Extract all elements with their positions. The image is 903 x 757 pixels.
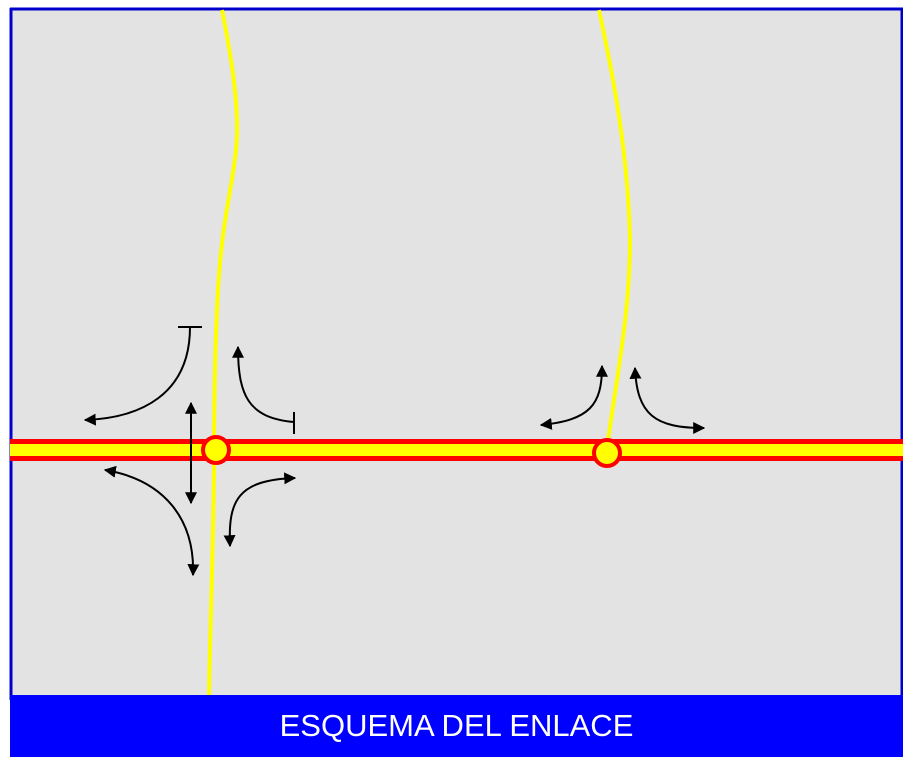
caption-bar: ESQUEMA DEL ENLACE	[10, 695, 903, 757]
right-junction-movements	[539, 364, 706, 434]
caption-bar-background	[10, 695, 903, 757]
movement-arrow-north-east	[629, 366, 706, 434]
movement-arrow-west-south	[103, 465, 200, 577]
diagram-caption: ESQUEMA DEL ENLACE	[279, 708, 634, 743]
main-road-center	[10, 444, 903, 456]
left-junction-movements	[83, 326, 297, 577]
movement-arrow-east-to-north	[232, 345, 295, 423]
movement-arrow-north-to-west	[83, 326, 191, 426]
secondary-road-left	[207, 9, 240, 696]
secondary-road-right	[597, 9, 633, 441]
movement-arrow-south-east	[223, 472, 297, 548]
movement-arrow-west-north	[539, 364, 608, 430]
diagram-background	[10, 8, 903, 708]
junction-left-marker	[201, 435, 231, 465]
junction-right-marker	[592, 438, 622, 468]
